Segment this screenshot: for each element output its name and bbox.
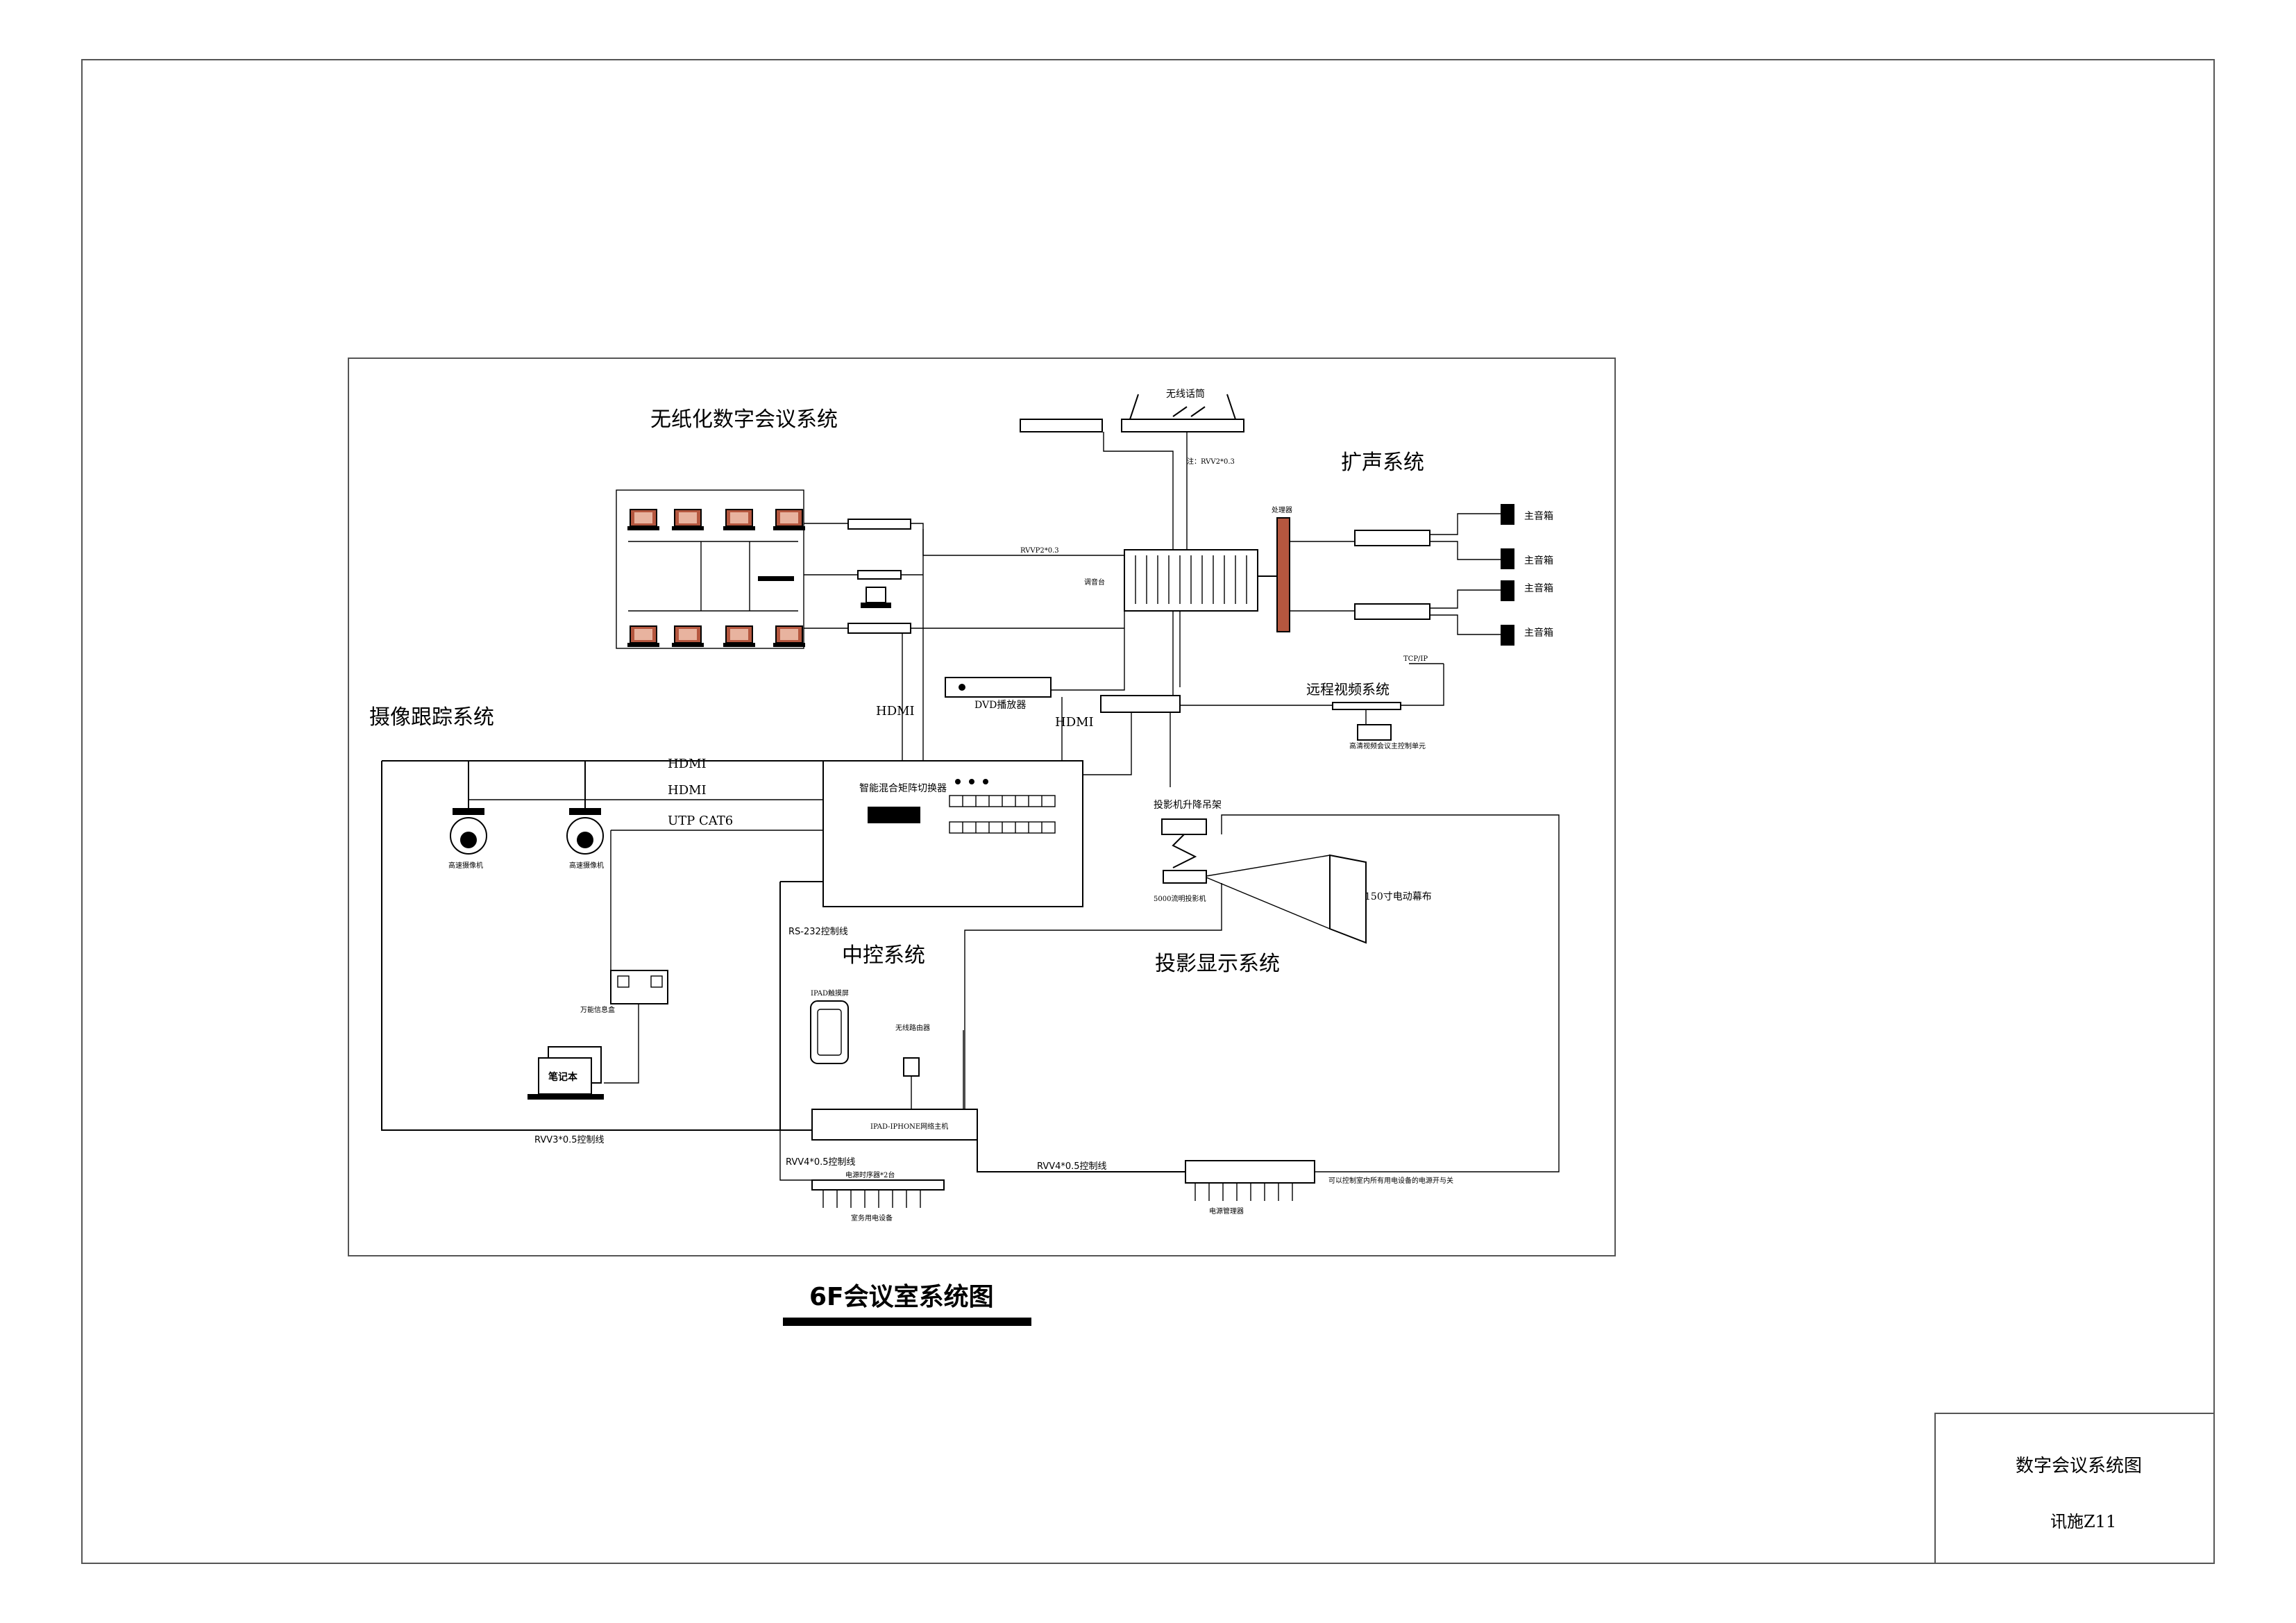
cable-rvv4b: RVV4*0.5控制线 (1037, 1161, 1107, 1172)
processor-label: 处理器 (1272, 506, 1292, 514)
power-mgr-label: 电源管理器 (1209, 1206, 1244, 1216)
wiring (381, 432, 1560, 1181)
title-block (1934, 1413, 2215, 1564)
lift-label: 投影机升降吊架 (1154, 800, 1222, 811)
camera-icon (450, 808, 487, 855)
cable-utp: UTP CAT6 (668, 814, 733, 828)
section-paperless: 无纸化数字会议系统 (650, 407, 838, 432)
cable-rvv3: RVV3*0.5控制线 (534, 1135, 605, 1145)
title-underline (783, 1318, 1031, 1326)
dvd-label: DVD播放器 (974, 700, 1026, 711)
ip-label: TCP/IP (1403, 655, 1428, 663)
host-label: IPAD-IPHONE网络主机 (870, 1122, 948, 1131)
processor-rack: 处理器 (1272, 506, 1292, 632)
paperless-units (616, 489, 805, 649)
video-host-label: 高清视频会议主控制单元 (1349, 741, 1426, 750)
screen-label: 150寸电动幕布 (1365, 891, 1432, 902)
monitor-unit (672, 625, 704, 647)
network-host: IPAD-IPHONE网络主机 (811, 1109, 978, 1141)
router-label: 无线路由器 (895, 1023, 930, 1032)
monitor-unit (723, 625, 755, 647)
camera-label: 高速摄像机 (569, 861, 604, 870)
mixer: 调音台 注：RVV2*0.3 (1084, 457, 1258, 612)
cable-hdmi-2: HDMI (668, 783, 707, 798)
ipad-label: IPAD触摸屏 (811, 989, 849, 998)
dvd-player: DVD播放器 (945, 677, 1052, 711)
section-pa: 扩声系统 (1341, 451, 1424, 475)
camera-label: 高速摄像机 (448, 861, 483, 870)
wireless-router: 无线路由器 (895, 1023, 930, 1077)
monitor-unit (723, 509, 755, 530)
diagram-frame (348, 358, 1616, 1256)
title-block-code: 讯施Z11 (2050, 1512, 2116, 1531)
speaker-label: 主音箱 (1524, 510, 1553, 522)
power-sequencer: 电源时序器*2台 室务用电设备 (811, 1170, 945, 1222)
section-camera: 摄像跟踪系统 (369, 705, 494, 730)
amplifiers: 主音箱 主音箱 主音箱 主音箱 (1290, 504, 1553, 646)
cable-rs232: RS-232控制线 (788, 927, 848, 937)
speaker-label: 主音箱 (1524, 555, 1553, 566)
notebook-icon: 笔记本 (527, 1046, 604, 1100)
notebook-label: 笔记本 (548, 1071, 578, 1083)
drawing-title: 6F会议室系统图 (809, 1283, 994, 1311)
matrix-switcher: 智能混合矩阵切换器 (822, 760, 1083, 907)
camera-icon (566, 808, 604, 855)
info-box-label: 万能信息盒 (580, 1005, 615, 1014)
wireless-mic-label: 无线话筒 (1166, 388, 1205, 400)
room-power-label: 室务用电设备 (851, 1213, 893, 1222)
mixer-note: 注：RVV2*0.3 (1187, 457, 1235, 466)
monitor-unit (627, 625, 659, 647)
speaker-label: 主音箱 (1524, 627, 1553, 639)
cable-rvvp: RVVP2*0.3 (1020, 547, 1059, 555)
cameras: 高速摄像机 高速摄像机 (448, 808, 604, 870)
cable-hdmi-v1: HDMI (876, 704, 915, 718)
video-conference: TCP/IP 高清视频会议主控制单元 (1100, 655, 1444, 750)
monitor-unit (627, 509, 659, 530)
cable-hdmi-1: HDMI (668, 757, 707, 771)
mixer-label: 调音台 (1084, 578, 1105, 587)
power-note: 可以控制室内所有用电设备的电源开与关 (1328, 1176, 1453, 1185)
power-manager: 电源管理器 可以控制室内所有用电设备的电源开与关 (1185, 1160, 1453, 1216)
power-seq-label: 电源时序器*2台 (845, 1170, 895, 1179)
speaker-label: 主音箱 (1524, 582, 1553, 594)
sheet-frame (81, 59, 2215, 1564)
projector-label: 5000流明投影机 (1154, 894, 1206, 903)
cable-hdmi-v2: HDMI (1055, 715, 1094, 730)
monitor-unit (672, 509, 704, 530)
monitor-unit (773, 625, 805, 647)
info-box: 万能信息盒 (580, 970, 668, 1014)
wireless-mic-system: 无线话筒 (1020, 388, 1244, 432)
title-block-name: 数字会议系统图 (2016, 1456, 2142, 1477)
section-central: 中控系统 (842, 943, 925, 968)
matrix-label: 智能混合矩阵切换器 (859, 782, 947, 794)
paperless-devices (804, 519, 911, 634)
cable-rvv4a: RVV4*0.5控制线 (786, 1157, 856, 1168)
projector-system: 投影机升降吊架 5000流明投影机 150寸电动幕布 (1154, 800, 1432, 944)
section-projection: 投影显示系统 (1155, 952, 1280, 976)
ipad-panel: IPAD触摸屏 (810, 989, 849, 1064)
monitor-unit (773, 509, 805, 530)
section-video-conf: 远程视频系统 (1306, 681, 1390, 698)
